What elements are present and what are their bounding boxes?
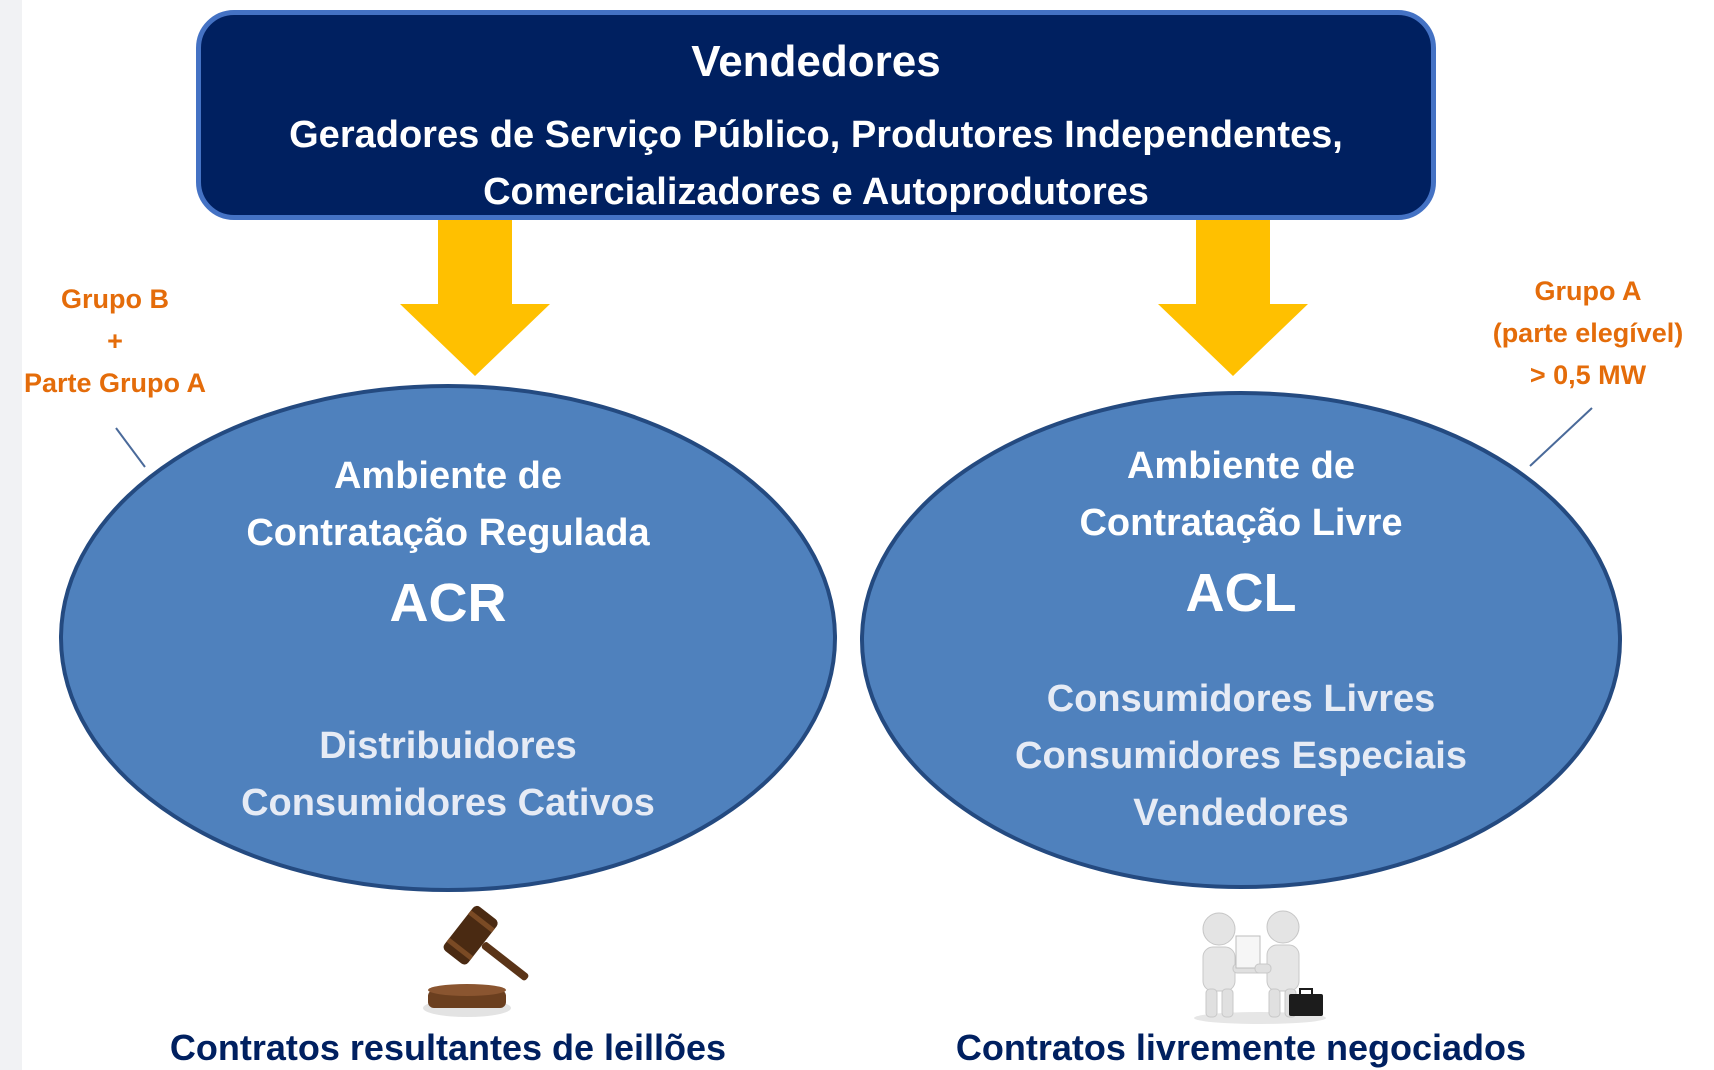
acl-group-label: Grupo A (parte elegível) > 0,5 MW — [1470, 270, 1706, 396]
left-margin-strip — [0, 0, 22, 1070]
acr-group-label-line-1: Grupo B — [61, 284, 169, 314]
acl-title-line-2: Contratação Livre — [1079, 502, 1403, 544]
acr-group-label-line-3: Parte Grupo A — [23, 368, 207, 398]
acl-title-line-1: Ambiente de — [1126, 445, 1356, 487]
acr-group-label: Grupo B + Parte Grupo A — [2, 278, 228, 404]
acl-group-label-line-1: Grupo A — [1534, 276, 1642, 306]
acr-text: Ambiente de Contratação Regulada ACR — [148, 448, 748, 640]
acr-group-label-line-2: + — [107, 326, 123, 356]
acl-group-label-line-2: (parte elegível) — [1492, 318, 1684, 348]
acl-acronym: ACL — [1185, 563, 1297, 623]
sellers-box: Vendedores Geradores de Serviço Público,… — [196, 10, 1436, 220]
acl-members: Consumidores Livres Consumidores Especia… — [941, 671, 1541, 842]
acl-group-label-line-3: > 0,5 MW — [1529, 360, 1647, 390]
acr-title-line-2: Contratação Regulada — [246, 512, 650, 554]
acl-member-2: Consumidores Especiais — [1015, 735, 1467, 777]
acl-text: Ambiente de Contratação Livre ACL — [941, 438, 1541, 630]
acr-member-2: Consumidores Cativos — [241, 782, 655, 824]
acl-member-1: Consumidores Livres — [1046, 678, 1436, 720]
sellers-line-1: Geradores de Serviço Público, Produtores… — [289, 114, 1343, 156]
acr-acronym: ACR — [389, 573, 507, 633]
acr-ellipse — [59, 384, 837, 892]
acr-caption: Contratos resultantes de leillões — [169, 1027, 727, 1068]
handshake-icon — [1194, 910, 1326, 1024]
arrow-to-acl — [1158, 215, 1308, 376]
gavel-icon — [423, 905, 529, 1017]
acl-member-3: Vendedores — [1133, 792, 1349, 834]
acr-callout-line — [115, 427, 146, 468]
acl-ellipse — [860, 391, 1622, 889]
arrow-to-acr — [400, 215, 550, 376]
acr-member-1: Distribuidores — [319, 725, 577, 767]
acl-caption: Contratos livremente negociados — [955, 1027, 1527, 1068]
sellers-title: Vendedores — [691, 37, 941, 86]
sellers-line-2: Comercializadores e Autoprodutores — [483, 171, 1149, 213]
acr-title-line-1: Ambiente de — [333, 455, 563, 497]
sellers-description: Geradores de Serviço Público, Produtores… — [201, 107, 1431, 221]
acl-callout-line — [1529, 407, 1593, 467]
acr-members: Distribuidores Consumidores Cativos — [148, 718, 748, 832]
